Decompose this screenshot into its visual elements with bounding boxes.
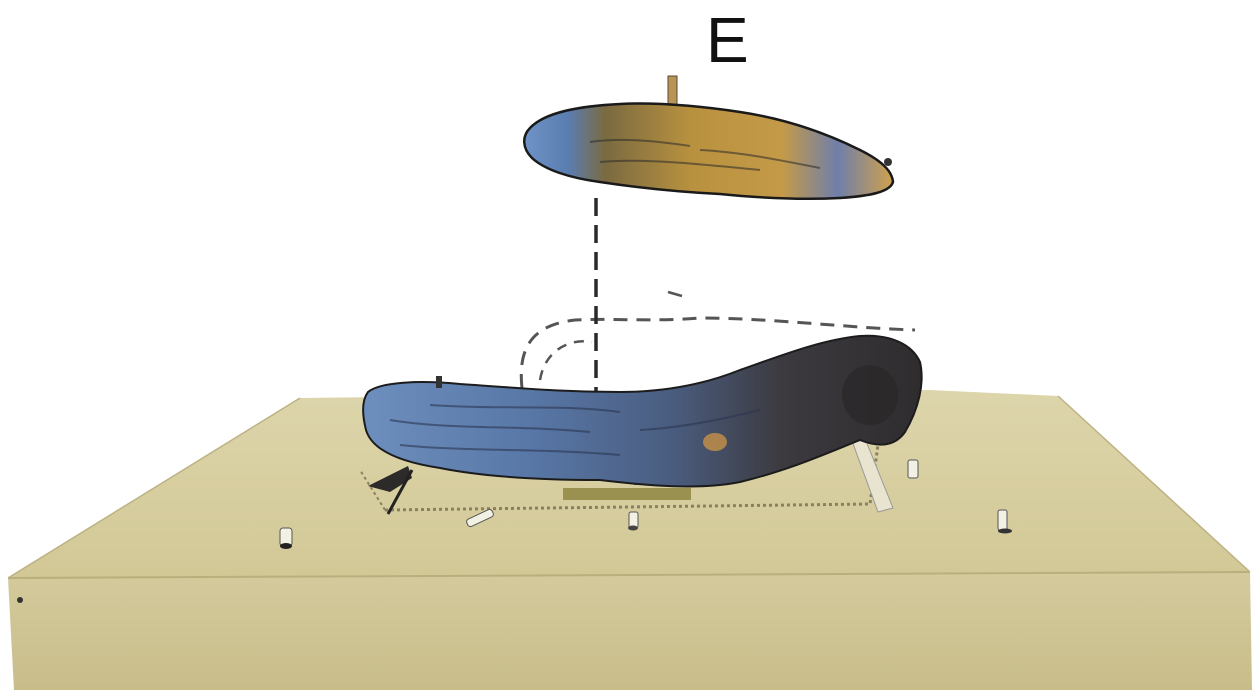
peg-marker	[908, 460, 918, 478]
upper-fragment-peg	[668, 76, 677, 106]
base-plate	[563, 488, 691, 500]
upper-fragment	[524, 76, 893, 199]
peg-marker	[280, 528, 292, 549]
peg-marker	[628, 512, 638, 531]
base-front-face	[8, 572, 1252, 690]
